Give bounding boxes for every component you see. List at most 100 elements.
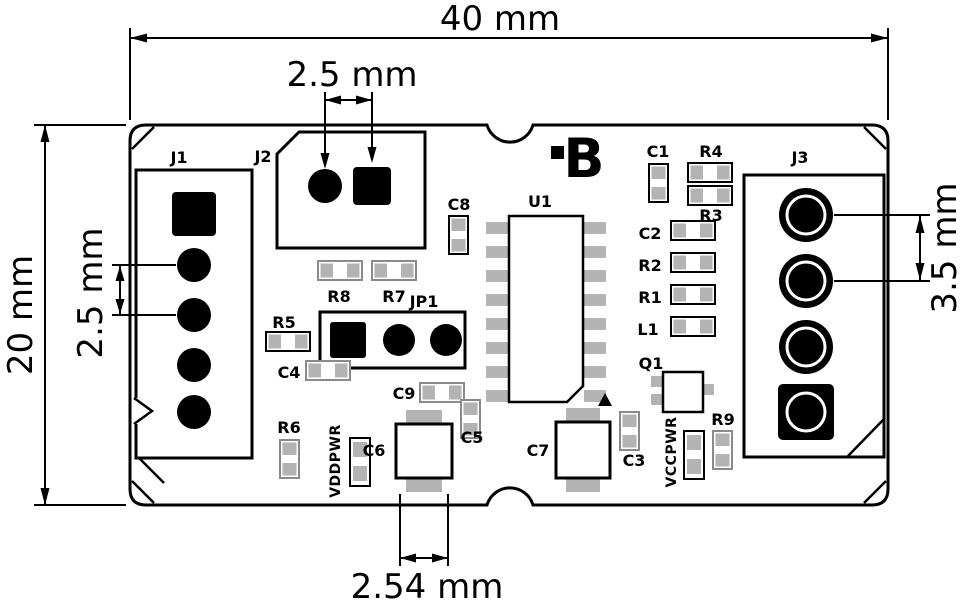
capacitor-c7: C7	[527, 408, 612, 492]
c2-body	[670, 220, 716, 241]
r9-body	[712, 430, 733, 470]
j1-pad-round	[177, 298, 211, 332]
label-j2: J2	[253, 147, 271, 166]
arrowhead	[325, 95, 341, 105]
dimension-j2-pitch: 2.5 mm	[286, 55, 418, 169]
dimension-label-j3-pitch: 3.5 mm	[925, 182, 965, 313]
c7-pad	[566, 477, 600, 492]
arrowhead	[915, 263, 925, 280]
board-fiducial-diagonal	[138, 457, 165, 484]
capacitor-c3: C3	[619, 411, 645, 470]
u1-body	[507, 214, 585, 404]
r1-body	[670, 284, 716, 305]
r8-body	[317, 260, 363, 281]
vdd-jumper-pad	[353, 466, 367, 481]
label-u1: U1	[528, 192, 552, 211]
resistor-r7: R7	[371, 260, 417, 306]
j2-pad-round	[308, 169, 342, 203]
jp1-pad-round	[430, 324, 462, 356]
q1-body	[661, 370, 705, 414]
solder-jumper-vccpwr: VCCPWR	[664, 417, 705, 488]
label-j1: J1	[169, 148, 187, 167]
arrowhead	[40, 125, 50, 142]
vcc-jumper-pad	[687, 435, 701, 450]
label-r2: R2	[638, 256, 661, 275]
c8-body	[448, 215, 469, 255]
arrowhead	[356, 95, 372, 105]
arrowhead	[130, 33, 147, 43]
label-c2: C2	[639, 224, 662, 243]
dimension-j3-pitch: 3.5 mm	[834, 182, 965, 314]
r5-body	[265, 331, 311, 352]
dimension-label-j2-pitch: 2.5 mm	[286, 55, 417, 95]
arrowhead	[915, 216, 925, 233]
ic-u1: U1	[486, 192, 612, 406]
q1-pad	[651, 394, 665, 405]
label-r6: R6	[277, 418, 300, 437]
arrowhead	[400, 553, 416, 563]
capacitor-c2: C2	[639, 220, 716, 243]
label-r9: R9	[711, 410, 734, 429]
arrowhead	[115, 266, 125, 281]
label-c5: C5	[461, 428, 484, 447]
resistor-r2: R2	[638, 252, 716, 275]
label-vccpwr: VCCPWR	[664, 417, 680, 488]
label-c4: C4	[278, 363, 301, 382]
resistor-r4: R4	[687, 142, 733, 183]
j2-outline	[275, 130, 427, 250]
dimension-board-width: 40 mm	[129, 0, 889, 120]
connector-j1: J1	[132, 148, 254, 460]
j1-pad-round	[177, 248, 211, 282]
logo-letter: B	[563, 127, 604, 190]
c1-body	[648, 163, 669, 203]
label-r7: R7	[382, 287, 405, 306]
j3-pad-ring	[785, 194, 827, 236]
label-c9: C9	[393, 384, 416, 403]
inductor-l1: L1	[637, 316, 716, 339]
label-c7: C7	[527, 441, 550, 460]
j2-pad-square	[353, 167, 391, 205]
label-jp1: JP1	[409, 292, 439, 311]
resistor-r1: R1	[638, 284, 716, 307]
resistor-r8: R8	[317, 260, 363, 306]
resistor-r5: R5	[265, 313, 311, 352]
c3-body	[619, 411, 640, 451]
dimension-label-bottom-pitch: 2.54 mm	[351, 567, 504, 607]
label-j3: J3	[790, 148, 808, 167]
c6-body	[394, 422, 454, 480]
arrowhead	[367, 147, 377, 163]
r7-body	[371, 260, 417, 281]
arrowhead	[115, 299, 125, 314]
transistor-q1: Q1	[639, 354, 714, 414]
j3-pad-ring	[785, 391, 827, 433]
c7-pad	[566, 408, 600, 423]
r4-body	[687, 162, 733, 183]
label-l1: L1	[637, 320, 658, 339]
r6-body	[279, 439, 300, 479]
c6-pad	[406, 477, 442, 492]
j1-pad-round	[177, 348, 211, 382]
label-vddpwr: VDDPWR	[328, 424, 344, 498]
q1-pad	[700, 384, 714, 395]
capacitor-c1: C1	[647, 142, 669, 203]
jumper-jp1: JP1	[318, 292, 467, 370]
jp1-pad-round	[383, 324, 415, 356]
solder-jumper-vddpwr: VDDPWR	[328, 424, 371, 498]
arrowhead	[320, 153, 330, 169]
dimension-label-j1-pitch: 2.5 mm	[71, 227, 111, 358]
label-c8: C8	[448, 195, 471, 214]
c4-body	[305, 360, 351, 381]
label-r8: R8	[327, 287, 350, 306]
label-q1: Q1	[639, 354, 664, 373]
arrowhead	[432, 553, 448, 563]
j1-pad-round	[177, 395, 211, 429]
logo-square-icon	[551, 146, 564, 159]
j1-notch	[133, 396, 155, 426]
dimension-board-height: 20 mm	[1, 124, 126, 506]
r3-body	[687, 185, 733, 206]
connector-j3: J3	[742, 148, 886, 459]
dimension-label-board-width: 40 mm	[440, 0, 560, 39]
u1-pads-right	[584, 222, 606, 402]
